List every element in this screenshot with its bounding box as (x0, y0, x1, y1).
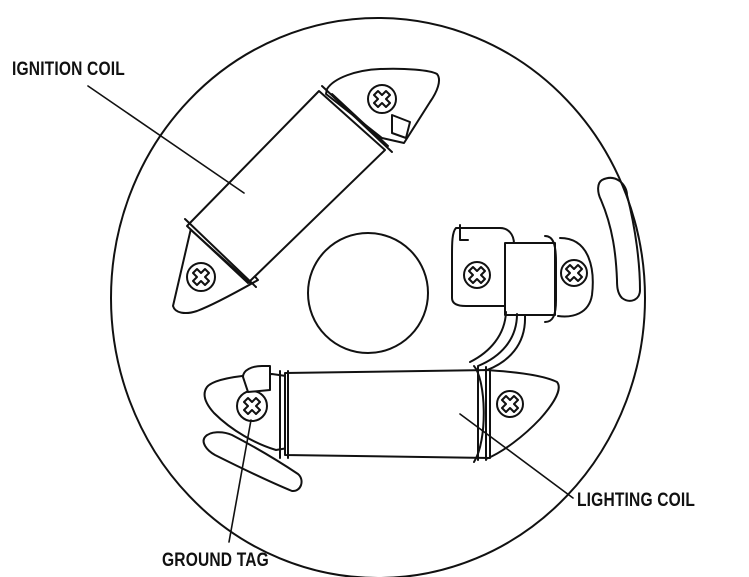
ignition-coil-body (186, 90, 386, 284)
pulser-left-bolt (463, 261, 491, 289)
ignition-upper-bracket (325, 67, 440, 144)
ignition-coil-label: IGNITION COIL (12, 59, 125, 80)
ignition-lower-bolt (186, 262, 216, 292)
mounting-slot-right (597, 176, 641, 302)
center-hub-hole (307, 232, 429, 354)
lighting-coil-body (284, 369, 491, 459)
ignition-lower-bracket (172, 223, 259, 315)
leader-ground-tag (228, 419, 252, 543)
pulser-coil-body (504, 242, 556, 316)
pulser-right-bolt (560, 259, 588, 287)
lighting-coil-assembly (203, 365, 560, 463)
pulser-coil-assembly (451, 224, 594, 371)
ignition-upper-bolt (367, 84, 397, 114)
mounting-slot-left (202, 431, 303, 493)
lighting-right-bracket (484, 369, 560, 460)
ignition-coil-assembly (172, 67, 440, 315)
lighting-right-bolt (496, 390, 524, 418)
leader-ignition-coil (87, 85, 245, 194)
ground-tag-label: GROUND TAG (162, 550, 269, 571)
ground-tag-part (242, 365, 271, 393)
leader-lighting-coil (459, 413, 574, 499)
stator-plate-outline (110, 17, 646, 577)
lighting-left-bolt (236, 390, 268, 422)
lighting-coil-label: LIGHTING COIL (577, 490, 696, 511)
